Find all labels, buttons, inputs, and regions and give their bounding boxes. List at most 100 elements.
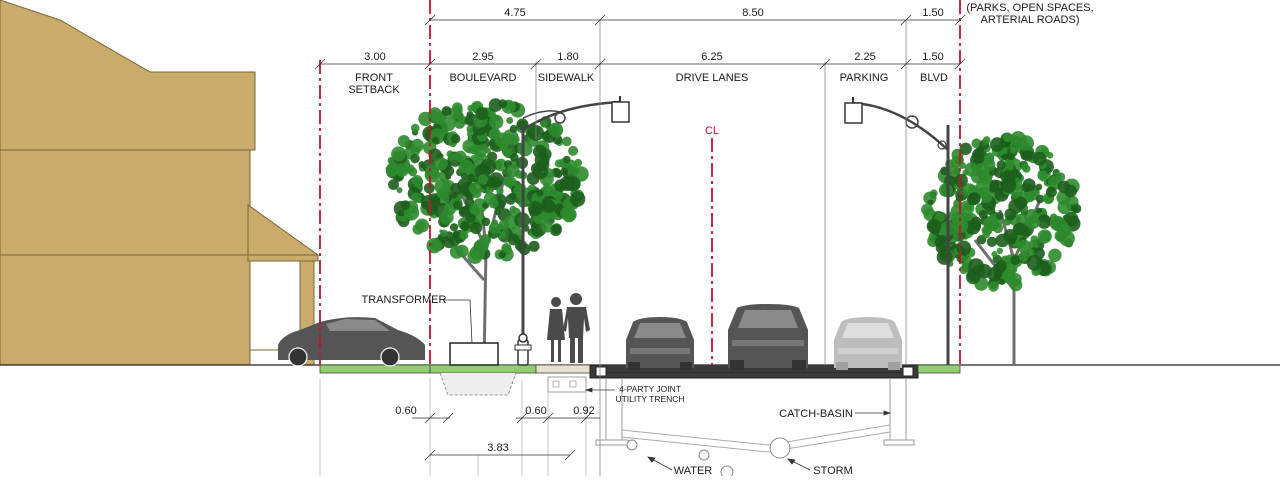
foliage-leaf-cluster (1013, 222, 1026, 236)
foliage-leaf-cluster (955, 193, 964, 202)
foliage-leaf-cluster (1035, 183, 1043, 191)
curb-right (902, 366, 914, 377)
foliage-leaf-cluster (465, 212, 476, 223)
foliage-leaf-cluster (498, 251, 506, 259)
foliage-leaf-cluster (536, 189, 544, 197)
foliage-leaf-cluster (959, 142, 972, 155)
foliage-leaf-cluster (453, 200, 462, 210)
foliage-leaf-cluster (494, 115, 501, 122)
foliage-leaf-cluster (548, 122, 564, 138)
catch-basin-label: CATCH-BASIN (779, 408, 853, 420)
foliage-leaf-cluster (959, 265, 969, 274)
foliage-leaf-cluster (508, 192, 517, 200)
dim-bottom-0-60-left: 0.60 (395, 405, 416, 417)
foliage-leaf-cluster (988, 179, 1000, 191)
car-drive-lane-right (728, 304, 808, 370)
right-blvd-grass (917, 364, 961, 374)
foliage-leaf-cluster (434, 157, 448, 171)
transformer-foundation (439, 372, 517, 396)
centerline-label: CL (705, 125, 719, 137)
transformer-label: TRANSFORMER (362, 294, 447, 306)
dim-bottom-3-83: 3.83 (487, 442, 508, 454)
pedestrians (547, 293, 590, 363)
foliage-leaf-cluster (982, 231, 990, 239)
zone-front-setback-line2: SETBACK (348, 84, 400, 96)
foliage-leaf-cluster (559, 175, 576, 191)
foliage-leaf-cluster (418, 161, 426, 168)
foliage-leaf-cluster (450, 183, 462, 195)
foliage-leaf-cluster (472, 142, 488, 158)
foliage-leaf-cluster (460, 221, 471, 232)
car-drive-lane-left (626, 317, 694, 370)
foliage-leaf-cluster (1003, 229, 1018, 244)
foliage-leaf-cluster (996, 160, 1006, 170)
foliage-leaf-cluster (452, 230, 459, 238)
foliage-leaf-cluster (459, 230, 469, 240)
foliage-leaf-cluster (436, 190, 444, 198)
foliage-leaf-cluster (533, 144, 547, 159)
right-boulevard-tree (921, 131, 1082, 365)
road-surface (600, 365, 905, 372)
top-dim-middle: 8.50 (742, 7, 763, 19)
foliage-leaf-cluster (449, 245, 464, 259)
dim-boulevard: 2.95 (472, 51, 493, 63)
foliage-leaf-cluster (469, 221, 483, 235)
foliage-leaf-cluster (458, 160, 474, 176)
foliage-leaf-cluster (972, 220, 982, 231)
transformer-box (449, 342, 499, 366)
foliage-leaf-cluster (532, 163, 549, 180)
foliage-leaf-cluster (474, 238, 489, 254)
header-note-line1: (PARKS, OPEN SPACES, (966, 2, 1093, 14)
dim-bottom-0-60-right: 0.60 (525, 405, 546, 417)
foliage-leaf-cluster (494, 209, 501, 216)
foliage-leaf-cluster (509, 205, 517, 213)
foliage-leaf-cluster (551, 223, 562, 234)
foliage-leaf-cluster (466, 111, 474, 118)
foliage-leaf-cluster (1008, 199, 1024, 214)
foliage-leaf-cluster (517, 141, 533, 157)
foliage-leaf-cluster (967, 193, 980, 206)
foliage-leaf-cluster (939, 183, 953, 198)
foliage-leaf-cluster (977, 264, 992, 279)
foliage-leaf-cluster (1071, 203, 1082, 214)
foliage-leaf-cluster (964, 203, 973, 211)
zone-drive-lanes: DRIVE LANES (676, 72, 749, 84)
foliage-leaf-cluster (447, 153, 456, 161)
dim-front-setback: 3.00 (364, 51, 385, 63)
foliage-leaf-cluster (998, 278, 1005, 285)
water-pipe-left (626, 439, 638, 451)
foliage-leaf-cluster (469, 204, 480, 215)
foliage-leaf-cluster (983, 216, 999, 232)
foliage-leaf-cluster (509, 124, 518, 133)
foliage-leaf-cluster (562, 208, 576, 223)
foliage-leaf-cluster (1030, 235, 1039, 244)
foliage-leaf-cluster (481, 217, 491, 227)
top-dim-right: 1.50 (922, 7, 943, 19)
pedestrian-woman (547, 297, 565, 362)
foliage-leaf-cluster (1032, 151, 1047, 166)
foliage-leaf-cluster (1046, 152, 1054, 159)
curb-left (595, 366, 607, 377)
house (0, 0, 320, 366)
foliage-leaf-cluster (971, 138, 982, 149)
utility-trench-line1: 4-PARTY JOINT (619, 384, 681, 394)
foliage-leaf-cluster (496, 187, 504, 195)
foliage-leaf-cluster (464, 197, 475, 207)
foliage-leaf-cluster (475, 152, 483, 160)
driveway-car (278, 317, 425, 367)
foliage-leaf-cluster (498, 99, 508, 109)
dim-parking: 2.25 (854, 51, 875, 63)
foliage-leaf-cluster (1057, 200, 1072, 215)
foliage-leaf-cluster (1021, 182, 1031, 193)
foliage-leaf-cluster (1009, 278, 1023, 292)
transformer-leader (444, 299, 473, 344)
foliage-leaf-cluster (510, 153, 519, 162)
dim-blvd: 1.50 (922, 51, 943, 63)
zone-parking: PARKING (840, 72, 889, 84)
zone-sidewalk: SIDEWALK (538, 72, 595, 84)
foliage-leaf-cluster (477, 174, 489, 185)
property-lines (319, 0, 961, 365)
foliage-leaf-cluster (410, 123, 420, 133)
foliage-leaf-cluster (986, 236, 998, 247)
